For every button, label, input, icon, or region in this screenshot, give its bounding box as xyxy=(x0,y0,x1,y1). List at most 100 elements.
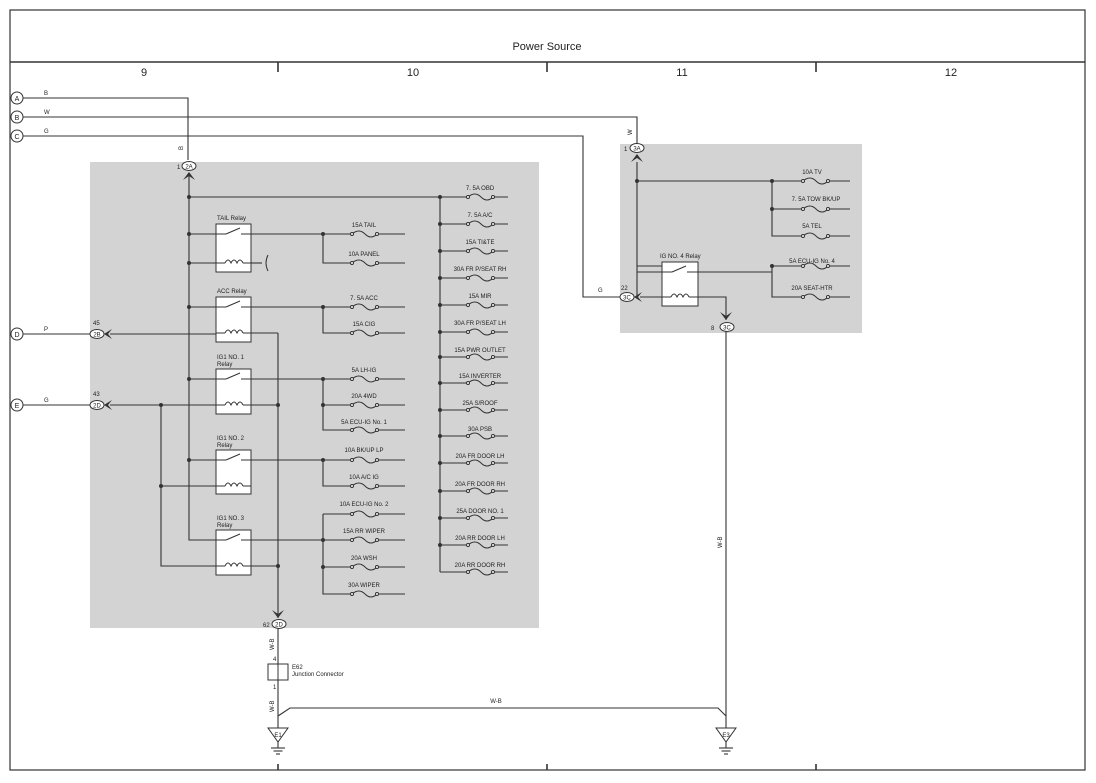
fuse-5a-lh-ig: 5A LH-IG xyxy=(340,368,405,383)
pin-number: 22 xyxy=(621,286,628,292)
svg-text:2D: 2D xyxy=(93,404,101,410)
svg-text:20A RR DOOR LH: 20A RR DOOR LH xyxy=(455,536,505,542)
input-terminal-e: E xyxy=(10,398,24,412)
fuse-10a-ecu-ig-no2: 10A ECU-IG No. 2 xyxy=(339,502,405,518)
connector-3c-g: 3C xyxy=(619,292,635,302)
svg-text:C: C xyxy=(14,134,19,141)
wire-color-label: W-B xyxy=(490,699,502,705)
svg-text:7. 5A OBD: 7. 5A OBD xyxy=(466,186,495,192)
pin-number: 4 xyxy=(273,657,277,663)
svg-text:10A PANEL: 10A PANEL xyxy=(348,252,380,258)
connector-2b: 2B xyxy=(89,329,105,339)
pin-number: 43 xyxy=(93,392,100,398)
svg-text:TAIL Relay: TAIL Relay xyxy=(217,216,246,222)
svg-text:30A FR P/SEAT LH: 30A FR P/SEAT LH xyxy=(454,321,506,327)
column-number: 9 xyxy=(141,67,147,79)
svg-text:15A RR WIPER: 15A RR WIPER xyxy=(343,529,386,535)
fuse-20a-4wd: 20A 4WD xyxy=(340,394,405,409)
svg-text:7. 5A TOW BK/UP: 7. 5A TOW BK/UP xyxy=(792,197,841,203)
pin-number: 1 xyxy=(624,147,628,153)
column-number: 12 xyxy=(945,67,957,79)
fuse-5a-ecu-ig-no4: 5A ECU-IG No. 4 xyxy=(789,259,850,270)
svg-text:2B: 2B xyxy=(93,333,100,339)
fuse-20a-wsh: 20A WSH xyxy=(340,556,405,571)
fuse-15a-pwr-outlet: 15A PWR OUTLET xyxy=(454,348,508,361)
svg-text:10A ECU-IG No. 2: 10A ECU-IG No. 2 xyxy=(339,502,389,508)
svg-text:IG NO. 4 Relay: IG NO. 4 Relay xyxy=(660,254,701,260)
svg-text:20A FR DOOR LH: 20A FR DOOR LH xyxy=(455,454,504,460)
junction-connector-e62 xyxy=(267,663,289,681)
input-terminal-c: C xyxy=(10,129,24,143)
svg-text:15A TAIL: 15A TAIL xyxy=(352,223,377,229)
svg-text:B: B xyxy=(15,115,20,122)
fuse-15a-mir: 15A MIR xyxy=(460,294,508,309)
fuse-15a-rr-wiper: 15A RR WIPER xyxy=(340,529,405,544)
svg-text:10A BK/UP LP: 10A BK/UP LP xyxy=(345,448,384,454)
junction-id: E62 xyxy=(292,665,303,671)
svg-text:IG1 NO. 1: IG1 NO. 1 xyxy=(217,355,245,361)
svg-text:2A: 2A xyxy=(185,165,192,171)
svg-text:2D: 2D xyxy=(275,623,283,629)
ig1-no3-relay: IG1 NO. 3 Relay xyxy=(215,516,252,576)
pin-number: 8 xyxy=(711,326,715,332)
svg-text:Relay: Relay xyxy=(217,362,232,368)
connector-2d-e: 2D xyxy=(89,400,105,410)
wire-color-label: G xyxy=(598,288,603,294)
svg-text:5A TEL: 5A TEL xyxy=(802,224,822,230)
fuse-30a-psb: 30A PSB xyxy=(460,427,508,440)
svg-text:10A TV: 10A TV xyxy=(802,170,822,176)
wire-color-label: W xyxy=(628,129,634,135)
fuse-30a-fr-pseat-rh: 30A FR P/SEAT RH xyxy=(454,267,508,282)
wire-color-label: B xyxy=(179,146,185,150)
column-number: 10 xyxy=(407,67,419,79)
wire-color-label: W-B xyxy=(718,536,724,548)
fuse-5a-ecu-ig-no1: 5A ECU-IG No. 1 xyxy=(340,420,405,434)
svg-text:15A TI&TE: 15A TI&TE xyxy=(466,240,495,246)
fuse-20a-fr-door-rh: 20A FR DOOR RH xyxy=(455,482,508,495)
svg-text:3C: 3C xyxy=(623,296,631,302)
fuse-7-5a-obd: 7. 5A OBD xyxy=(460,186,508,201)
diagram-title: Power Source xyxy=(512,41,581,53)
svg-text:20A WSH: 20A WSH xyxy=(351,556,377,562)
pin-number: 62 xyxy=(263,623,270,629)
fuse-7-5a-ac: 7. 5A A/C xyxy=(460,213,508,228)
svg-text:25A DOOR NO. 1: 25A DOOR NO. 1 xyxy=(456,509,504,515)
ground-e1: E1 xyxy=(267,727,289,755)
fuse-15a-cig: 15A CIG xyxy=(340,322,405,337)
svg-text:E1: E1 xyxy=(274,733,282,739)
junction-block-right xyxy=(620,144,862,333)
svg-text:15A INVERTER: 15A INVERTER xyxy=(459,374,502,380)
svg-text:20A SEAT-HTR: 20A SEAT-HTR xyxy=(791,286,833,292)
svg-text:5A ECU-IG No. 4: 5A ECU-IG No. 4 xyxy=(789,259,835,265)
fuse-5a-tel: 5A TEL xyxy=(800,224,850,240)
fuse-7-5a-acc: 7. 5A ACC xyxy=(340,296,405,311)
fuse-30a-wiper: 30A WIPER xyxy=(340,583,405,598)
connector-2d-out: 2D xyxy=(271,619,287,629)
fuse-25a-sroof: 25A S/ROOF xyxy=(460,401,508,414)
svg-text:30A PSB: 30A PSB xyxy=(468,427,492,433)
wire-color-label: W-B xyxy=(270,638,276,650)
svg-text:E3: E3 xyxy=(722,733,730,739)
svg-text:15A MIR: 15A MIR xyxy=(468,294,492,300)
ig1-no2-relay: IG1 NO. 2 Relay xyxy=(215,436,252,495)
fuse-20a-seat-htr: 20A SEAT-HTR xyxy=(791,286,850,301)
fuse-10a-panel: 10A PANEL xyxy=(340,252,405,267)
fuse-20a-fr-door-lh: 20A FR DOOR LH xyxy=(455,454,508,467)
connector-2a: 2A xyxy=(181,161,197,171)
input-terminal-b: B xyxy=(10,110,24,124)
svg-text:ACC Relay: ACC Relay xyxy=(217,289,247,295)
svg-text:5A ECU-IG No. 1: 5A ECU-IG No. 1 xyxy=(341,420,387,426)
svg-text:10A A/C IG: 10A A/C IG xyxy=(349,475,379,481)
connector-3c-out: 3C xyxy=(719,322,735,332)
fuse-20a-rr-door-rh: 20A RR DOOR RH xyxy=(455,563,508,576)
wire-color-label: G xyxy=(44,129,49,135)
wire-color-label: W-B xyxy=(270,700,276,712)
svg-text:20A RR DOOR RH: 20A RR DOOR RH xyxy=(455,563,506,569)
fuse-15a-tail: 15A TAIL xyxy=(340,223,405,238)
fuse-10a-bkup-lp: 10A BK/UP LP xyxy=(340,448,405,464)
input-terminal-d: D xyxy=(10,327,24,341)
wire-color-label: P xyxy=(44,327,48,333)
fuse-7-5a-tow-bkup: 7. 5A TOW BK/UP xyxy=(792,197,850,213)
svg-text:Relay: Relay xyxy=(217,523,232,529)
